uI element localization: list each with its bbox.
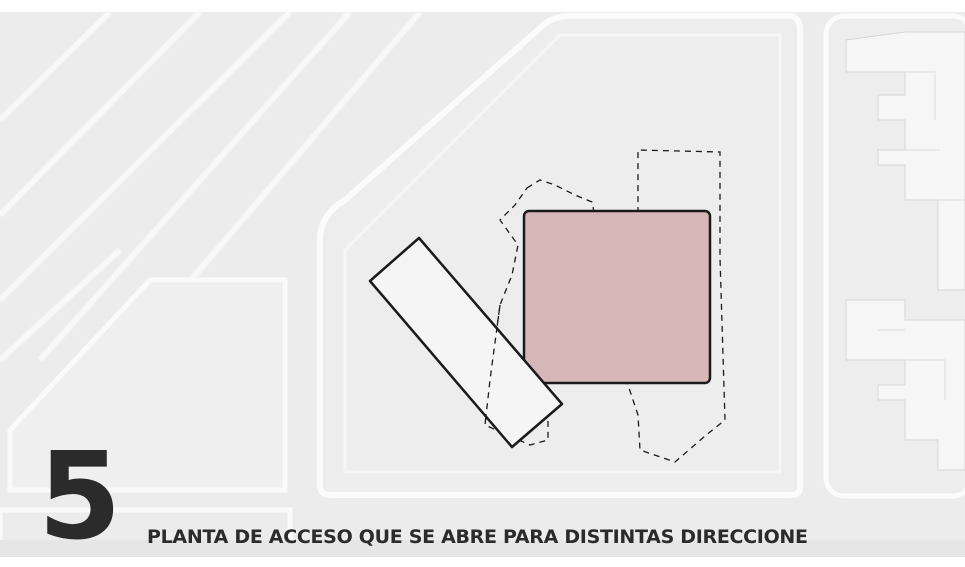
figure-caption: PLANTA DE ACCESO QUE SE ABRE PARA DISTIN…: [147, 526, 808, 548]
slab-volume: [368, 236, 564, 449]
step-number: 5: [38, 428, 121, 567]
right-urban-block: [823, 13, 965, 499]
footprint-overlap: [484, 304, 501, 426]
bottom-strip: [0, 540, 965, 557]
street-lines: [0, 9, 423, 412]
access-volume: [522, 209, 712, 385]
